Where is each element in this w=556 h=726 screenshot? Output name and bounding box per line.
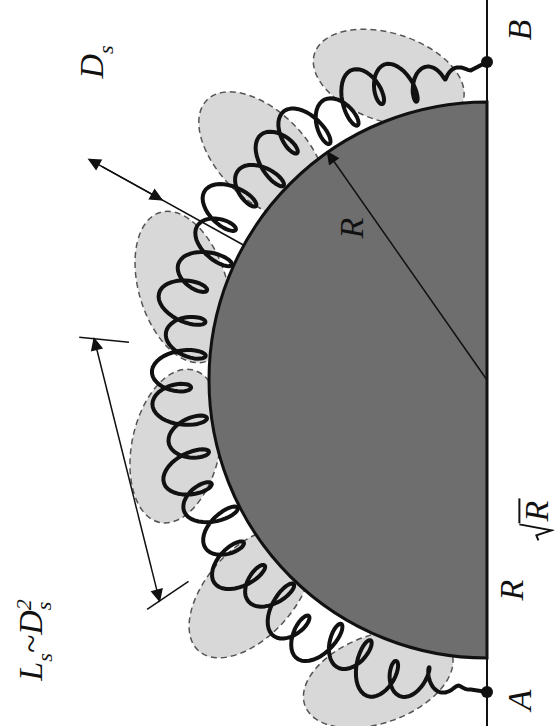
radical-sign: [518, 523, 554, 541]
math-symbol: s: [93, 45, 118, 54]
arrow-head: [328, 152, 338, 164]
arrow-head: [150, 190, 162, 200]
math-symbol: R: [493, 580, 530, 601]
dimension-label: Ds: [75, 45, 109, 78]
script-stack: 2s: [14, 599, 54, 610]
arrow-head: [152, 589, 162, 601]
math-symbol: R: [333, 218, 370, 239]
polymer-chain: [152, 62, 487, 697]
math-symbol: D: [73, 54, 110, 79]
math-symbol: L: [12, 662, 49, 681]
math-symbol: s: [32, 653, 57, 662]
math-symbol: s: [31, 602, 56, 611]
dimension-lines: [79, 152, 487, 609]
dimension-line: [147, 581, 188, 609]
dimension-line: [328, 152, 487, 380]
math-symbol: ~D: [12, 610, 49, 653]
radius-label: R: [518, 499, 554, 542]
math-symbol: B: [501, 20, 538, 41]
math-symbol: R: [518, 499, 554, 524]
arrow-head: [92, 339, 102, 351]
radius-label: R: [495, 580, 529, 601]
radius-label: R: [335, 218, 369, 239]
length-label: Ls~D2s: [14, 599, 54, 680]
dimension-line: [79, 337, 129, 342]
dimension-line: [94, 339, 159, 601]
end-point: [481, 686, 493, 698]
end-label: A: [503, 690, 537, 711]
math-symbol: A: [501, 690, 538, 711]
dimension-line: [102, 167, 244, 246]
arrow-head: [89, 159, 101, 169]
end-point: [481, 56, 493, 68]
end-label: B: [503, 20, 537, 41]
